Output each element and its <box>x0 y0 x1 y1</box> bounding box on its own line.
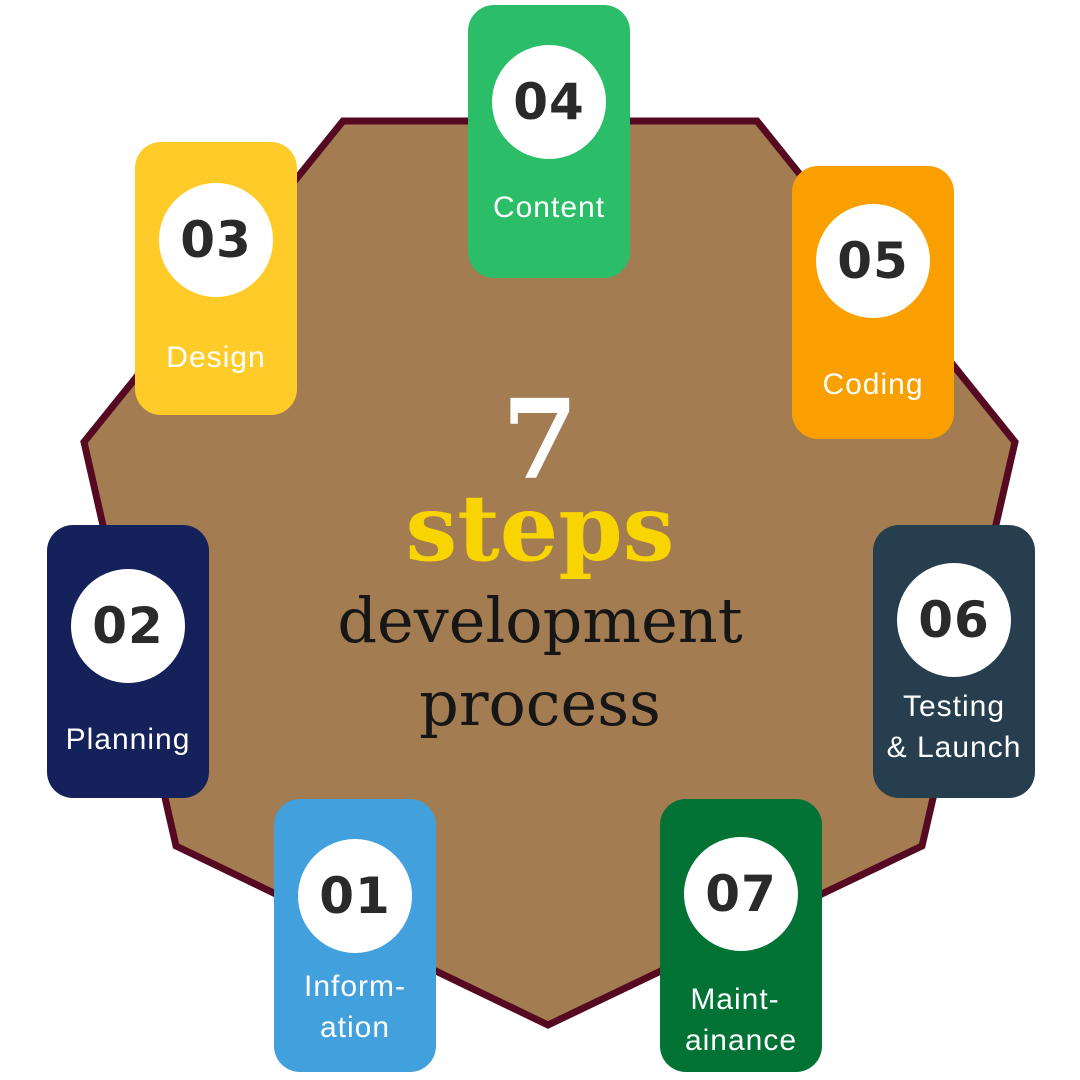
step-label: Content <box>492 191 606 224</box>
step-card-01: 01 Inform- ation <box>274 799 436 1072</box>
step-label: ainance <box>684 1024 798 1057</box>
step-number: 01 <box>298 839 412 953</box>
title-line1: development <box>337 584 743 657</box>
title-number: 7 <box>501 375 579 504</box>
step-label: Maint- <box>690 983 780 1016</box>
step-label: Testing <box>902 690 1006 723</box>
title-line2: process <box>419 667 661 740</box>
step-card-06: 06 Testing & Launch <box>873 525 1035 798</box>
step-label: Inform- <box>303 970 406 1003</box>
step-card-04: 04 Content <box>468 5 630 278</box>
step-label: Coding <box>822 368 924 401</box>
step-label: ation <box>319 1011 391 1044</box>
step-number: 02 <box>71 569 185 683</box>
step-number: 04 <box>492 45 606 159</box>
step-label: Design <box>166 341 266 374</box>
step-number: 05 <box>816 204 930 318</box>
title-highlight: steps <box>405 474 675 582</box>
step-card-02: 02 Planning <box>47 525 209 798</box>
step-number: 06 <box>897 563 1011 677</box>
step-number: 03 <box>159 183 273 297</box>
step-label: Planning <box>65 723 191 756</box>
step-card-03: 03 Design <box>135 142 297 415</box>
step-label: & Launch <box>886 731 1022 764</box>
step-number: 07 <box>684 837 798 951</box>
step-card-07: 07 Maint- ainance <box>660 799 822 1072</box>
step-card-05: 05 Coding <box>792 166 954 439</box>
